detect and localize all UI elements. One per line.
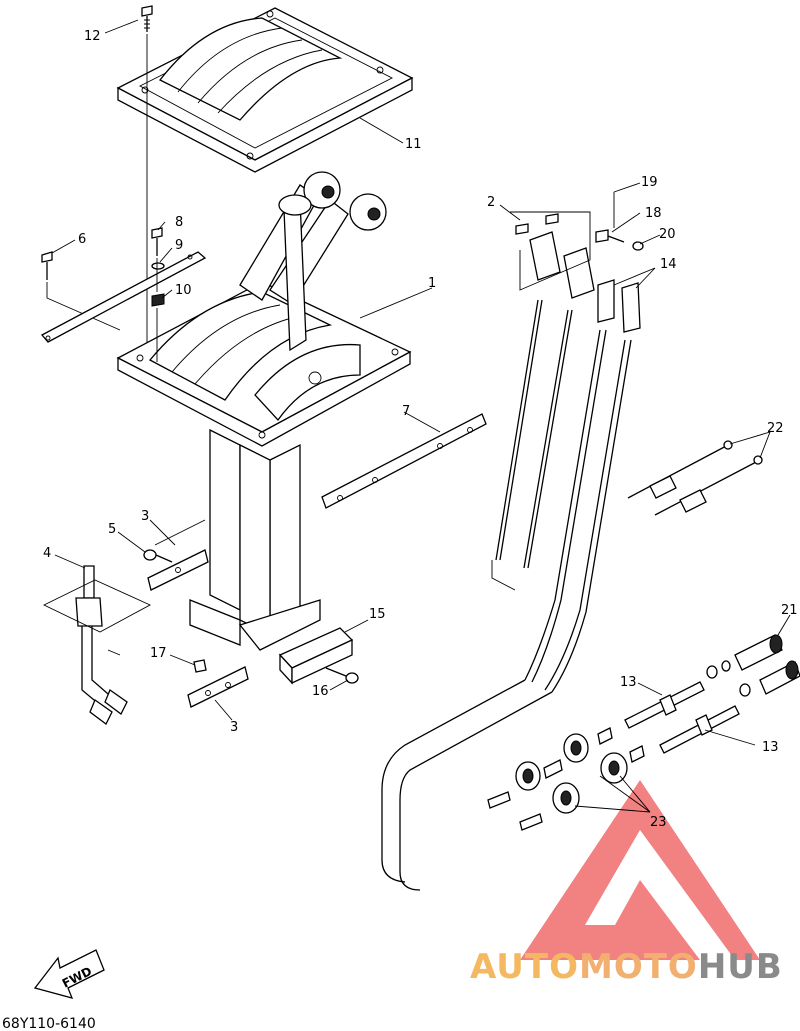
part-3-plate-lower (187, 666, 249, 708)
label-part-13-upper: 13 (620, 675, 637, 690)
svg-text:AUTOMOTOHUB: AUTOMOTOHUB (470, 947, 783, 987)
part-13-rods (624, 681, 740, 754)
part-6-screw (41, 251, 121, 331)
label-part-17: 17 (150, 646, 167, 661)
label-part-13-lower: 13 (762, 740, 779, 755)
label-part-11: 11 (405, 137, 422, 152)
watermark-auto: AUTO (470, 947, 579, 987)
part-22-inner-cables (627, 440, 763, 516)
part-23-grommets (487, 727, 651, 831)
label-part-3-upper: 3 (141, 509, 149, 524)
part-15-block (278, 627, 354, 685)
label-part-2: 2 (487, 195, 495, 210)
part-16-bolt (325, 667, 359, 684)
part-18-19-20-bolt-washer (595, 192, 644, 251)
part-number-labels: 12 11 1 8 9 10 6 7 3 5 4 15 17 16 3 2 19… (43, 29, 798, 830)
part-11-top-cover (116, 7, 414, 173)
leader-lines (51, 19, 791, 746)
part-4-switch (42, 565, 152, 725)
drawing-code: 68Y110-6140 (2, 1016, 96, 1031)
label-part-18: 18 (645, 206, 662, 221)
fwd-direction-arrow: FWD (33, 949, 105, 999)
watermark-logo-triangle (520, 780, 760, 960)
label-part-6: 6 (78, 232, 86, 247)
watermark-hub: HUB (698, 947, 783, 987)
label-part-20: 20 (659, 227, 676, 242)
label-part-3-lower: 3 (230, 720, 238, 735)
part-5-bolt (143, 549, 173, 563)
watermark-moto: MOTO (579, 947, 698, 987)
label-part-14: 14 (660, 257, 677, 272)
label-part-22: 22 (767, 421, 784, 436)
label-part-9: 9 (175, 238, 183, 253)
part-14-cable-joints (597, 279, 641, 333)
label-part-12: 12 (84, 29, 101, 44)
label-part-19: 19 (641, 175, 658, 190)
watermark-logo-text: AUTOMOTOHUB (470, 947, 783, 987)
label-part-15: 15 (369, 607, 386, 622)
label-part-21: 21 (781, 603, 798, 618)
part-17-nut (193, 659, 207, 673)
label-part-5: 5 (108, 522, 116, 537)
control-cables (381, 299, 632, 891)
part-9-gasket-strip (40, 251, 207, 343)
label-part-1: 1 (428, 276, 436, 291)
label-part-23: 23 (650, 815, 667, 830)
part-2-cable-ends (510, 211, 595, 299)
label-part-4: 4 (43, 546, 51, 561)
label-part-10: 10 (175, 283, 192, 298)
part-3-plate-upper (147, 519, 209, 591)
label-part-16: 16 (312, 684, 329, 699)
part-21-cable-connectors (706, 634, 800, 697)
label-part-8: 8 (175, 215, 183, 230)
part-1-lever-housing (116, 171, 412, 651)
part-7-strip (321, 413, 487, 509)
label-part-7: 7 (402, 404, 410, 419)
part-12-screw (141, 5, 153, 360)
watermark-triangle-shape (520, 780, 760, 960)
part-8-10-screw-washer-nut (151, 227, 165, 362)
